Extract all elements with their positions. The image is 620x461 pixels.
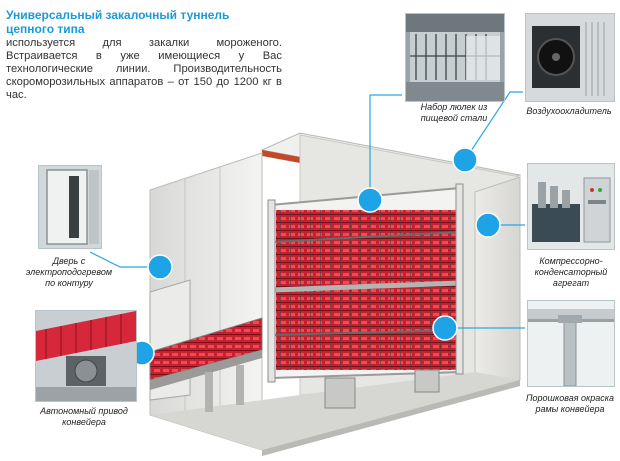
- conveyor-belt: [149, 317, 263, 412]
- tunnel-right-wall: [474, 176, 521, 396]
- caption-drive: Автономный привод конвейера: [40, 406, 128, 427]
- marker-dot-icon[interactable]: [147, 254, 173, 280]
- page-description: используется для закалки мороженого. Вст…: [6, 37, 282, 101]
- caption-aircooler: Воздухоохладитель: [526, 106, 612, 116]
- caption-trays: Набор люлек из пищевой стали: [420, 102, 488, 123]
- coating-photo: [527, 300, 615, 387]
- conveyor-rack: [267, 183, 464, 409]
- caption-coating: Порошковая окраска рамы конвейера: [525, 393, 615, 414]
- marker-dot-icon[interactable]: [475, 212, 501, 238]
- compressor-photo: [527, 163, 615, 250]
- drive-photo: [35, 310, 137, 402]
- marker-dot-icon[interactable]: [432, 315, 458, 341]
- marker-dot-icon[interactable]: [357, 187, 383, 213]
- title-line-2: цепного типа: [6, 22, 85, 36]
- aircooler-photo: [525, 13, 615, 102]
- page-title: Универсальный закалочный туннель цепного…: [6, 8, 286, 36]
- caption-door: Дверь с электроподогревом по контуру: [25, 256, 113, 288]
- title-line-1: Универсальный закалочный туннель: [6, 8, 230, 22]
- trays-photo: [405, 13, 505, 102]
- door-photo: [38, 165, 102, 249]
- caption-compressor: Компрессорно- конденсаторный агрегат: [534, 256, 608, 288]
- marker-dot-icon[interactable]: [452, 147, 478, 173]
